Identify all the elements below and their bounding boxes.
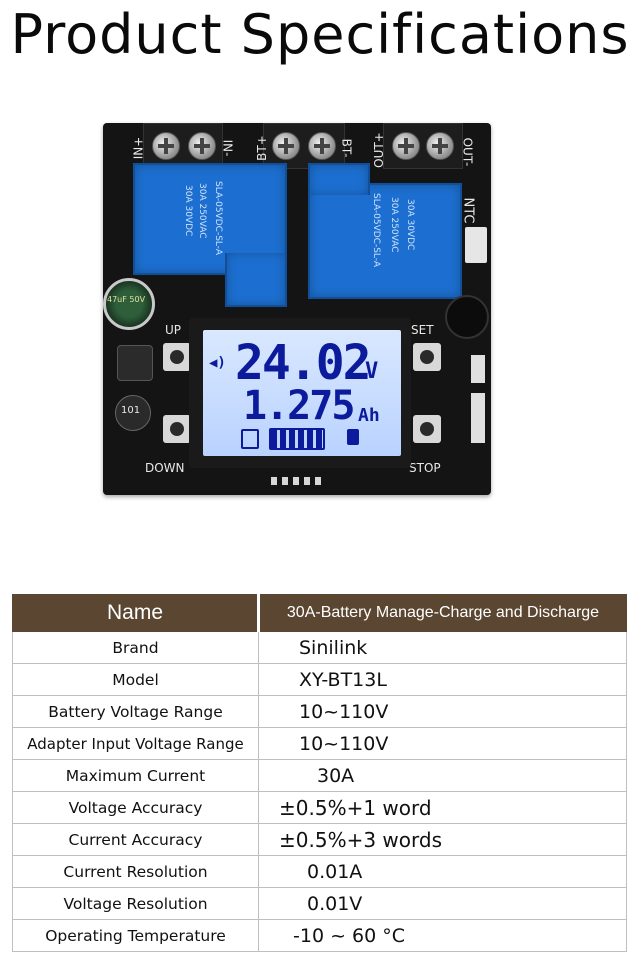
spec-label: Voltage Resolution bbox=[12, 887, 259, 920]
inductor bbox=[117, 345, 153, 381]
relay-marking: SLA-05VDC-SL-A bbox=[371, 193, 381, 267]
speaker-icon: ◀) bbox=[209, 355, 226, 371]
spec-value: 30A bbox=[258, 759, 627, 792]
spec-value: 0.01V bbox=[258, 887, 627, 920]
pin-header bbox=[471, 393, 485, 443]
spec-label: Current Accuracy bbox=[12, 823, 259, 856]
spec-label: Current Resolution bbox=[12, 855, 259, 888]
terminal-label: BT- bbox=[339, 138, 354, 158]
terminal-block-in bbox=[143, 123, 223, 169]
screw-icon bbox=[188, 132, 216, 160]
button-label-stop: STOP bbox=[409, 461, 441, 475]
terminal-block-out bbox=[383, 123, 463, 169]
spec-value: ±0.5%+1 word bbox=[258, 791, 627, 824]
spec-value: ±0.5%+3 words bbox=[258, 823, 627, 856]
stop-button[interactable] bbox=[413, 415, 441, 443]
spec-label: Voltage Accuracy bbox=[12, 791, 259, 824]
table-header-value: 30A-Battery Manage-Charge and Discharge bbox=[258, 594, 627, 632]
table-row: Current Accuracy±0.5%+3 words bbox=[12, 823, 627, 856]
spec-value: 10~110V bbox=[258, 695, 627, 728]
terminal-label: BT+ bbox=[254, 135, 269, 161]
screw-icon bbox=[152, 132, 180, 160]
terminal-label: OUT- bbox=[460, 137, 475, 167]
battery-level-icon bbox=[269, 428, 325, 450]
product-photo-board: IN+ IN- BT+ BT- OUT+ OUT- NTC SLA-05VDC-… bbox=[103, 123, 491, 495]
table-row: Voltage Accuracy±0.5%+1 word bbox=[12, 791, 627, 824]
spec-value: 0.01A bbox=[258, 855, 627, 888]
electrolytic-capacitor bbox=[103, 278, 155, 330]
table-header-row: Name 30A-Battery Manage-Charge and Disch… bbox=[12, 594, 627, 632]
ntc-connector bbox=[465, 227, 487, 263]
terminal-label: IN- bbox=[220, 139, 235, 157]
spec-table: Name 30A-Battery Manage-Charge and Disch… bbox=[12, 594, 627, 952]
terminal-block-bt bbox=[263, 123, 345, 169]
lcd-voltage: 24.02 bbox=[235, 335, 371, 391]
spec-value: 10~110V bbox=[258, 727, 627, 760]
lcd-capacity: 1.275 bbox=[243, 383, 355, 429]
lcd-capacity-unit: Ah bbox=[358, 405, 380, 426]
relay-left-base bbox=[225, 253, 287, 307]
terminal-label: IN+ bbox=[131, 136, 146, 160]
relay-marking: 30A 250VAC bbox=[389, 197, 399, 253]
inductor-label: 101 bbox=[121, 405, 141, 416]
screw-icon bbox=[308, 132, 336, 160]
capacitor-label: 47uF 50V bbox=[107, 295, 146, 304]
terminal-label: OUT+ bbox=[371, 132, 386, 168]
button-label-down: DOWN bbox=[145, 461, 185, 475]
charge-icon bbox=[347, 429, 359, 445]
relay-marking: 30A 30VDC bbox=[183, 185, 193, 237]
spec-value: -10 ~ 60 °C bbox=[258, 919, 627, 952]
screw-icon bbox=[272, 132, 300, 160]
battery-small-icon bbox=[241, 429, 259, 449]
table-header-name: Name bbox=[12, 594, 260, 632]
table-row: Operating Temperature-10 ~ 60 °C bbox=[12, 919, 627, 952]
ntc-label: NTC bbox=[460, 197, 476, 224]
screw-icon bbox=[392, 132, 420, 160]
lcd-connector-pins bbox=[271, 477, 325, 485]
spec-label: Model bbox=[12, 663, 259, 696]
spec-value: Sinilink bbox=[258, 631, 627, 664]
down-button[interactable] bbox=[163, 415, 191, 443]
buzzer bbox=[445, 295, 489, 339]
spec-label: Brand bbox=[12, 631, 259, 664]
set-button[interactable] bbox=[413, 343, 441, 371]
spec-label: Operating Temperature bbox=[12, 919, 259, 952]
button-label-set: SET bbox=[411, 323, 434, 337]
inductor-round bbox=[115, 395, 151, 431]
lcd-voltage-unit: V bbox=[365, 359, 379, 384]
spec-label: Battery Voltage Range bbox=[12, 695, 259, 728]
spec-value: XY-BT13L bbox=[258, 663, 627, 696]
screw-icon bbox=[426, 132, 454, 160]
relay-right-top bbox=[308, 163, 370, 195]
spec-label: Maximum Current bbox=[12, 759, 259, 792]
relay-marking: SLA-05VDC-SL-A bbox=[213, 181, 223, 255]
relay-right bbox=[308, 183, 462, 299]
relay-marking: 30A 30VDC bbox=[405, 199, 415, 251]
up-button[interactable] bbox=[163, 343, 191, 371]
page-title: Product Specifications bbox=[10, 3, 630, 66]
spec-label: Adapter Input Voltage Range bbox=[12, 727, 259, 760]
pin-header bbox=[471, 355, 485, 383]
button-label-up: UP bbox=[165, 323, 182, 337]
relay-marking: 30A 250VAC bbox=[197, 183, 207, 239]
